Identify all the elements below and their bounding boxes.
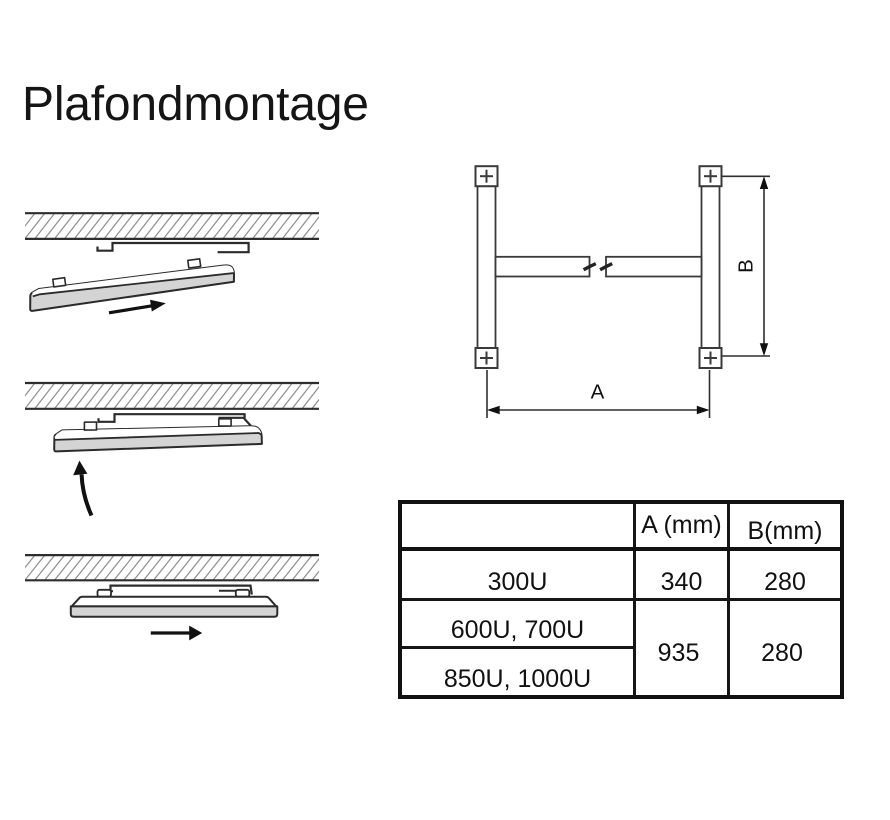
svg-text:B: B: [735, 259, 758, 273]
svg-text:A: A: [591, 381, 605, 404]
